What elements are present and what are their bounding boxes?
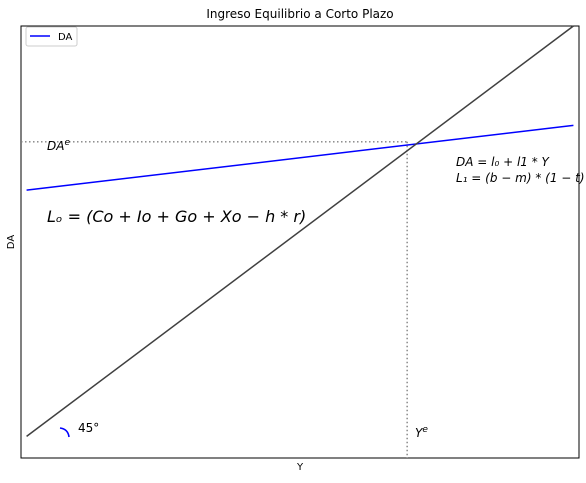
plot-frame — [20, 25, 580, 459]
y-e-sup: e — [422, 425, 428, 435]
formula-l1: L₁ = (b − m) * (1 − t) — [456, 171, 585, 185]
angle-label: 45° — [78, 421, 99, 435]
y-e-text: Y — [415, 426, 424, 440]
chart-title: Ingreso Equilibrio a Corto Plazo — [206, 7, 393, 21]
legend: DA — [25, 26, 78, 47]
chart-marks — [21, 25, 574, 458]
x-axis-label: Y — [296, 462, 304, 473]
da-e-text: DA — [47, 139, 64, 153]
da-e-label: DAe — [47, 138, 70, 153]
da-e-sup: e — [64, 138, 70, 148]
series-line-da — [26, 124, 574, 191]
formula-da: DA = l₀ + l1 * Y — [456, 155, 551, 169]
y-axis-label: DA — [6, 235, 17, 250]
series-line-45-degree — [26, 25, 574, 437]
formula-lo: Lₒ = (Co + Io + Go + Xo − h * r) — [47, 207, 306, 226]
angle-arc-45 — [59, 427, 70, 438]
y-e-label: Ye — [415, 425, 428, 440]
legend-box — [25, 26, 78, 47]
legend-label-da: DA — [58, 32, 73, 43]
